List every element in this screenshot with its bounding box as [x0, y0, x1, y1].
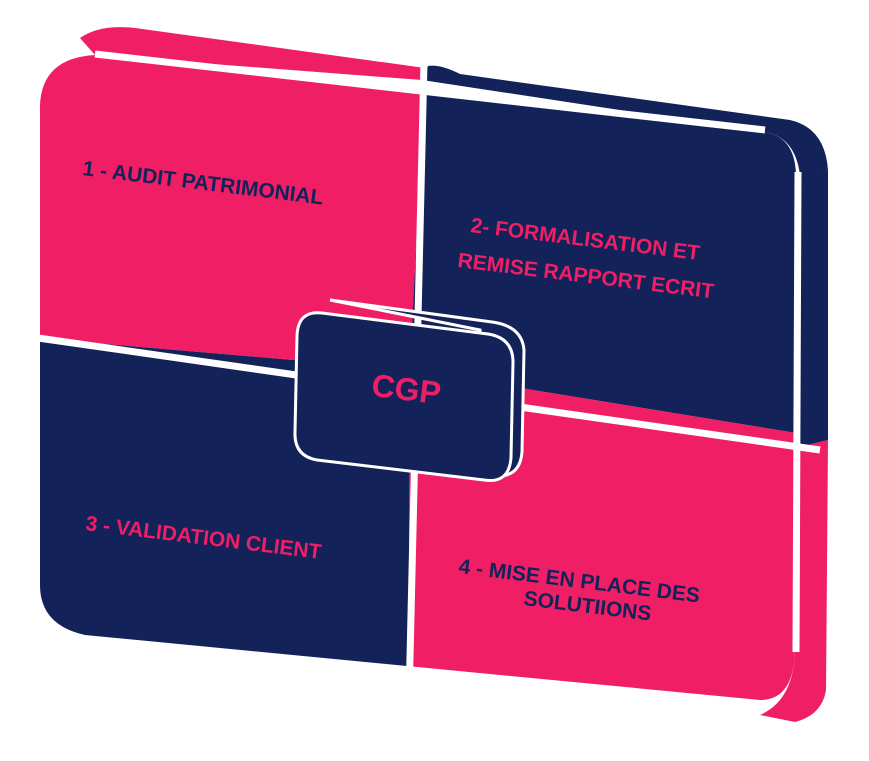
separator-right-edge	[792, 171, 802, 653]
center-box: CGP	[293, 298, 526, 483]
center-label: CGP	[370, 367, 443, 411]
card-thickness	[80, 27, 828, 722]
thickness-top-right	[422, 65, 828, 175]
thickness-top-left	[80, 27, 425, 80]
quadrant-1-bg	[40, 55, 428, 370]
center-box-front	[293, 311, 515, 483]
quadrant-4-bg	[408, 370, 796, 700]
thickness-right-lower	[760, 440, 828, 722]
thickness-right-upper	[796, 170, 828, 448]
separator-top-edge	[94, 50, 766, 134]
